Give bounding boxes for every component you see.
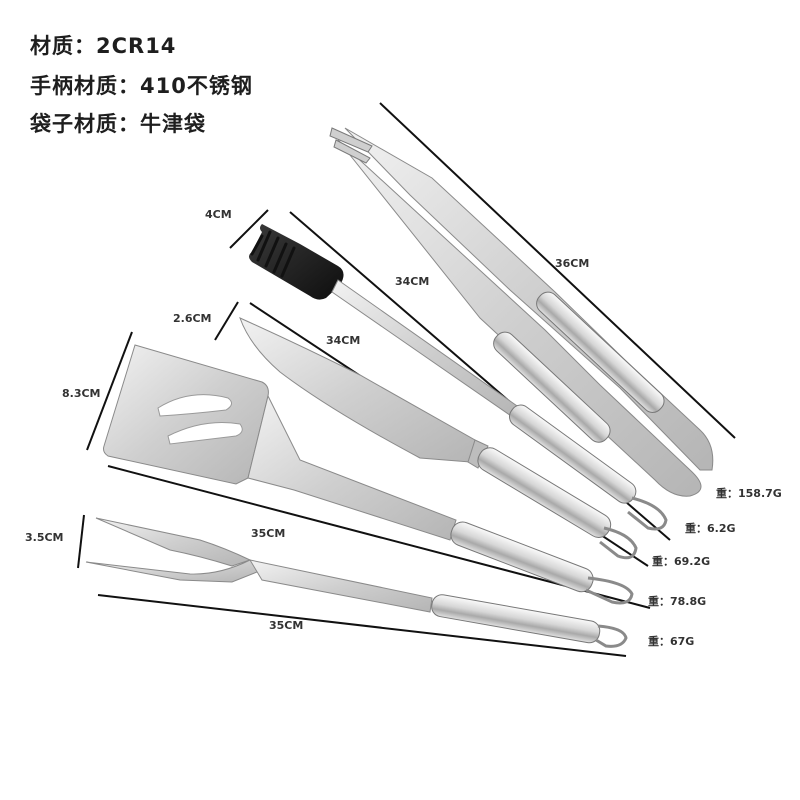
knife-width-line [214, 301, 239, 341]
fork [85, 517, 628, 648]
tongs-weight-label: 重：158.7G [716, 487, 782, 500]
bag-material-spec: 袋子材质：牛津袋 [30, 112, 206, 136]
knife-weight-label: 重：69.2G [652, 555, 711, 568]
handle-material-spec: 手柄材质：410不锈钢 [30, 74, 253, 98]
tongs-length-label: 36CM [555, 257, 590, 270]
fork-width-line [77, 514, 85, 569]
brush-length-label: 34CM [395, 275, 430, 288]
brush-weight-label: 重：6.2G [685, 522, 736, 535]
basting-brush [249, 224, 668, 531]
tongs [329, 127, 714, 497]
spatula-width-line [86, 331, 133, 451]
material-spec: 材质：2CR14 [30, 34, 177, 58]
fork-width-label: 3.5CM [25, 531, 64, 544]
fork-length-line [97, 594, 627, 657]
spatula-weight-label: 重：78.8G [648, 595, 707, 608]
spatula [103, 344, 634, 605]
fork-weight-label: 重：67G [648, 635, 695, 648]
brush-width-line [229, 209, 269, 249]
spatula-length-label: 35CM [251, 527, 286, 540]
knife-width-label: 2.6CM [173, 312, 212, 325]
spatula-width-label: 8.3CM [62, 387, 101, 400]
knife-length-label: 34CM [326, 334, 361, 347]
brush-width-label: 4CM [205, 208, 232, 221]
fork-length-label: 35CM [269, 619, 304, 632]
tongs-length-line [379, 102, 736, 439]
knife [239, 317, 638, 560]
